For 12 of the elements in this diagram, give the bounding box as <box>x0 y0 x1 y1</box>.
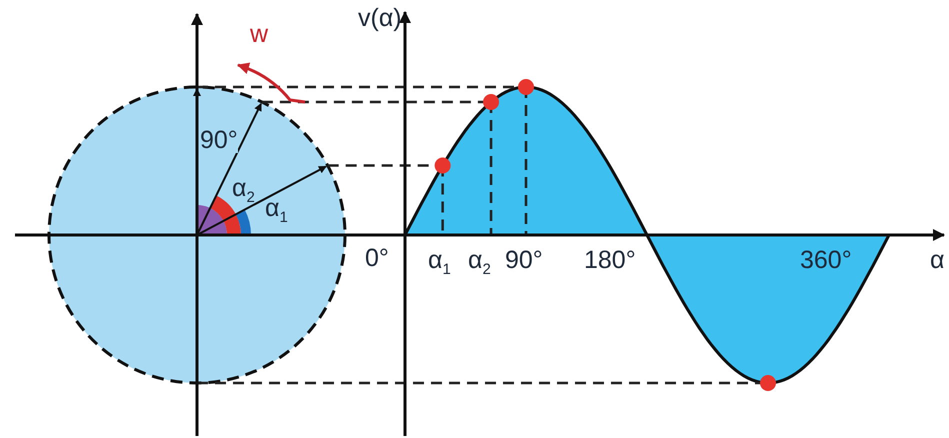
tick-label: α$_{1}$ <box>428 248 451 277</box>
rotation-label: w <box>250 22 268 47</box>
tick-label: 180° <box>584 248 636 273</box>
axis-label: v(α) <box>358 6 402 31</box>
tick-label: 360° <box>800 248 852 273</box>
tick-label: α$_{2}$ <box>468 248 491 277</box>
angle-label: α$_{2}$ <box>232 176 255 205</box>
axis-label: α <box>930 248 944 273</box>
tick-label: 90° <box>505 248 543 273</box>
tick-label: 0° <box>365 246 389 271</box>
angle-label: α$_{1}$ <box>265 196 288 225</box>
angle-label: 90° <box>200 128 238 153</box>
